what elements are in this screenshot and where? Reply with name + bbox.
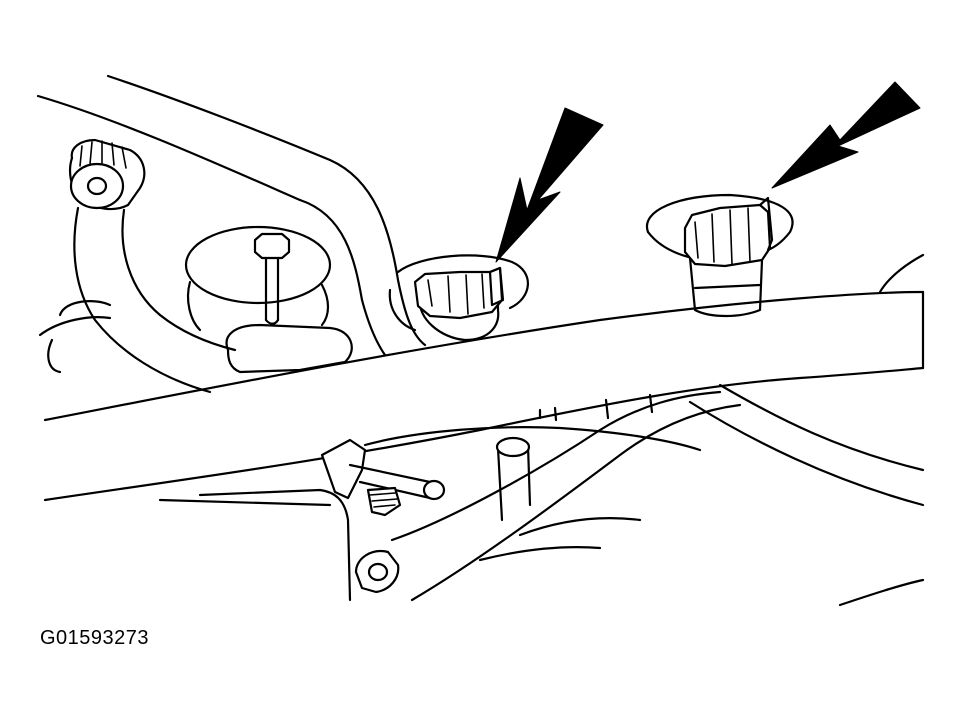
- right-hose-clamp: [645, 193, 794, 318]
- arrow-left-clamp-icon: [495, 107, 604, 263]
- middle-hose-clamp: [388, 254, 529, 342]
- figure-id-label: G01593273: [40, 627, 150, 649]
- lower-components: [158, 390, 742, 602]
- right-upper-structure: [688, 253, 925, 607]
- arrow-right-clamp-icon: [771, 81, 921, 189]
- center-mount: [47, 225, 353, 374]
- crossmember-bar: [43, 290, 925, 502]
- left-hose-fitting: [69, 138, 237, 394]
- upper-housing-outline: [36, 74, 332, 337]
